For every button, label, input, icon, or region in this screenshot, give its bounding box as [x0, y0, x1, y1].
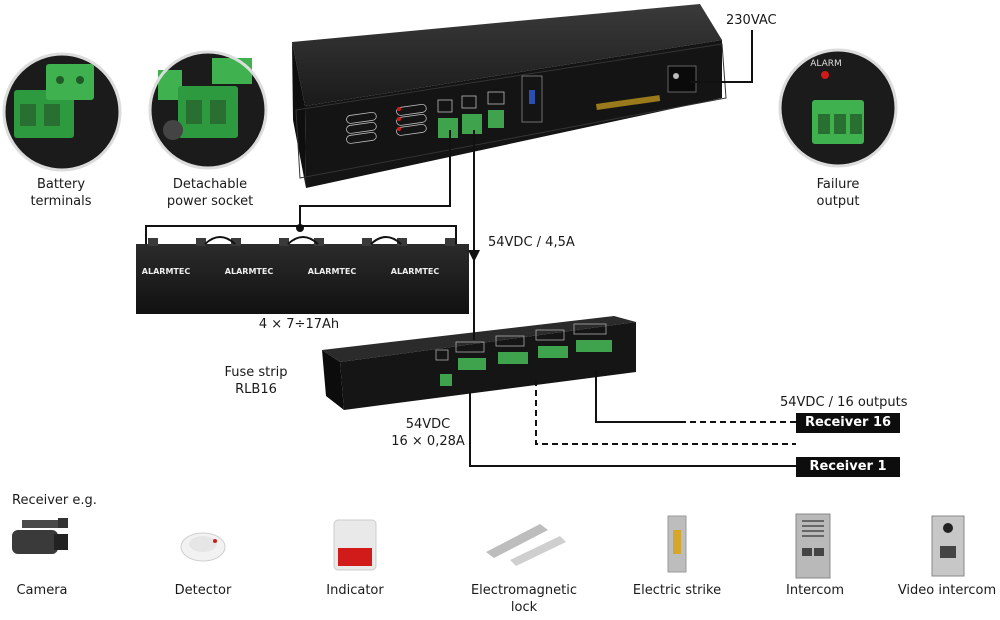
siren-indicator-icon [333, 519, 377, 571]
device-label-electromagnetic-lock: Electromagnetic lock [470, 583, 578, 615]
device-label-intercom: Intercom [786, 583, 844, 598]
smoke-detector-icon [180, 532, 226, 562]
device-label-indicator: Indicator [326, 583, 384, 598]
device-label-electric-strike: Electric strike [632, 583, 722, 598]
detachable-socket-label: Detachable power socket [166, 177, 254, 209]
main-output-label: 54VDC / 4,5A [488, 235, 575, 250]
electric-strike-icon [667, 515, 687, 573]
battery-brand-label: ALARMTEC [390, 267, 440, 276]
device-label-detector: Detector [174, 583, 232, 598]
fuse-strip-label: Fuse strip RLB16 [224, 365, 288, 397]
detachable-socket-zoom [148, 50, 268, 170]
power-input-label: 230VAC [726, 13, 777, 28]
rack-power-supply [292, 4, 727, 188]
camera-icon [12, 518, 68, 554]
video-intercom-icon [931, 515, 965, 577]
arrow-down-icon [468, 250, 480, 262]
receiver-1-badge: Receiver 1 [796, 457, 900, 477]
failure-output-zoom: ALARM [778, 48, 898, 168]
battery-bank [136, 238, 469, 314]
intercom-icon [795, 513, 831, 579]
failure-output-label: Failure output [816, 177, 860, 209]
battery-brand-label: ALARMTEC [141, 267, 191, 276]
device-label-camera: Camera [16, 583, 68, 598]
battery-brand-label: ALARMTEC [224, 267, 274, 276]
wiring [145, 30, 796, 467]
device-label-video-intercom: Video intercom [897, 583, 997, 598]
svg-text:ALARM: ALARM [810, 59, 842, 69]
battery-terminals-label: Battery terminals [30, 177, 92, 209]
strip-output-label: 54VDC 16 × 0,28A [391, 417, 465, 449]
outputs-label: 54VDC / 16 outputs [780, 395, 908, 410]
receiver-16-badge: Receiver 16 [796, 413, 900, 433]
battery-brand-label: ALARMTEC [307, 267, 357, 276]
fuse-strip-device [322, 316, 636, 410]
battery-terminals-zoom [2, 52, 122, 172]
electromagnetic-lock-icon [486, 524, 566, 566]
battery-capacity-label: 4 × 7÷17Ah [258, 317, 340, 332]
receiver-example-label: Receiver e.g. [12, 493, 97, 508]
